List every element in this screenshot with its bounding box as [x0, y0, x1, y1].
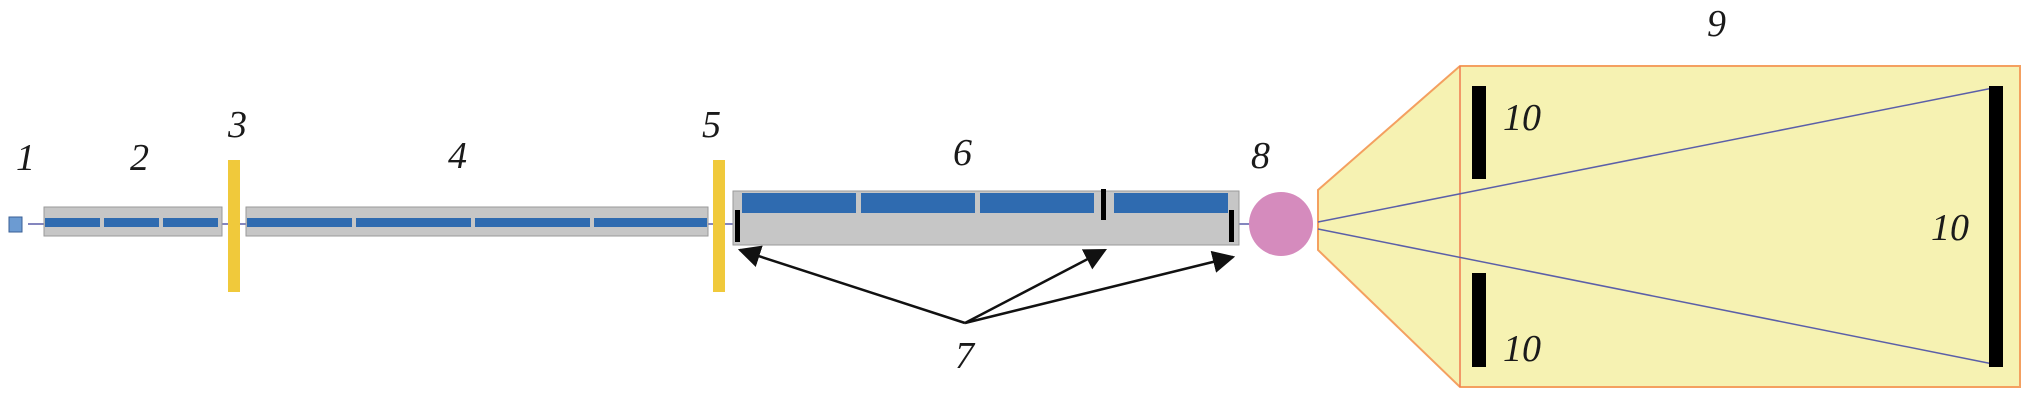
separator-plate-5	[713, 160, 725, 292]
beam-line-lower	[1317, 228, 1994, 365]
separator-plate-3	[228, 160, 240, 292]
detector-bar-10-bottom	[1472, 273, 1486, 367]
label-10-bottom: 10	[1503, 328, 1541, 370]
module-6	[732, 190, 1240, 246]
module-4-section	[356, 218, 471, 227]
label-5: 5	[702, 104, 721, 146]
module-6-section	[980, 193, 1094, 213]
label-8: 8	[1251, 135, 1270, 177]
module-4-section	[247, 218, 352, 227]
module-2-section	[163, 218, 218, 227]
label-3: 3	[227, 104, 247, 146]
label-10-right: 10	[1931, 207, 1969, 249]
detector-bar-7-left	[735, 210, 740, 242]
module-4	[245, 206, 709, 237]
detector-bar-10-right	[1989, 86, 2003, 367]
module-6-section	[1114, 193, 1228, 213]
beam-line-upper	[1317, 87, 1994, 223]
arrow-7-left	[737, 245, 966, 325]
label-4: 4	[448, 135, 467, 177]
module-4-section	[475, 218, 590, 227]
detector-bar-7-middle	[1101, 189, 1106, 220]
detector-zone-9	[1317, 65, 2021, 388]
label-9: 9	[1707, 3, 1726, 45]
detector-bar-7-right	[1229, 210, 1234, 242]
arrow-7-middle	[964, 248, 1107, 325]
label-1: 1	[16, 137, 35, 179]
module-6-section	[861, 193, 975, 213]
module-2-section	[104, 218, 159, 227]
detector-bar-10-top	[1472, 86, 1486, 179]
module-6-section	[742, 193, 856, 213]
arrow-7-right	[964, 250, 1236, 325]
label-2: 2	[130, 137, 149, 179]
label-10-top: 10	[1503, 97, 1541, 139]
target-sphere-8	[1249, 192, 1313, 256]
module-2	[43, 206, 223, 237]
label-6: 6	[953, 132, 972, 174]
module-2-section	[45, 218, 100, 227]
module-4-section	[594, 218, 707, 227]
source-block	[8, 216, 23, 233]
label-7: 7	[955, 335, 976, 377]
